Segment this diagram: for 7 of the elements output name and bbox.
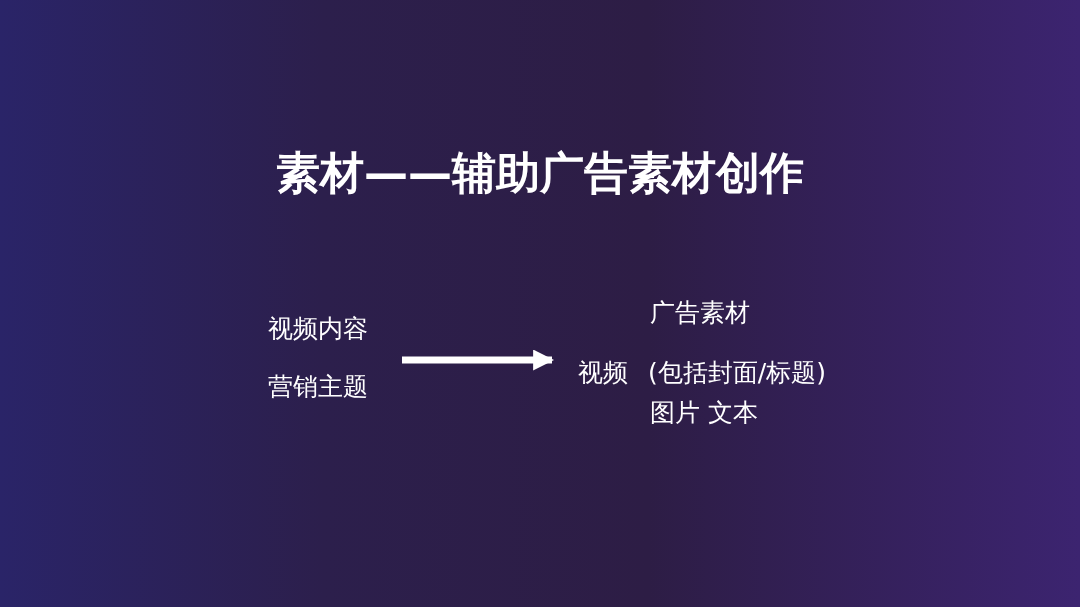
node-text: 营销主题 [268,372,368,402]
node-text: 视频 [578,358,628,388]
slide-title: 素材——辅助广告素材创作 [275,146,805,200]
heading-text: 广告素材 [650,298,750,328]
node-text: (包括封面/标题) [648,358,826,388]
node-text: 图片 文本 [650,398,758,428]
node-text: 视频内容 [268,314,368,344]
